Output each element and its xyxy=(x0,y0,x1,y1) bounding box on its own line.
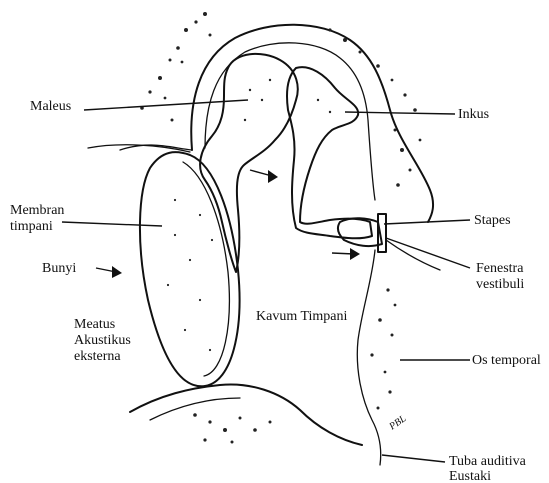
label-os-temporal: Os temporal xyxy=(472,353,541,368)
label-bunyi: Bunyi xyxy=(42,261,76,276)
medial-wall xyxy=(357,250,380,465)
sound-arrow-cavity xyxy=(250,170,278,183)
leader-fenestra xyxy=(386,238,470,268)
label-inkus: Inkus xyxy=(458,107,489,122)
label-fenestra-line1: Fenestra xyxy=(476,261,524,276)
label-membran-line2: timpani xyxy=(10,219,53,234)
label-meatus-line3: eksterna xyxy=(74,349,121,364)
label-kavum-timpani: Kavum Timpani xyxy=(256,309,348,324)
label-fenestra-line2: vestibuli xyxy=(476,277,524,292)
tympanic-membrane xyxy=(140,152,240,386)
leader-inkus xyxy=(345,112,455,114)
tympanic-membrane-inner xyxy=(183,162,229,376)
leader-membran xyxy=(62,222,162,226)
malleus-bone xyxy=(200,54,298,272)
stapes-bone xyxy=(338,218,382,246)
leader-stapes xyxy=(384,220,470,224)
sound-arrow-window xyxy=(332,248,360,260)
canal-floor xyxy=(130,384,362,445)
label-membran-line1: Membran xyxy=(10,203,64,218)
label-meatus-line2: Akustikus xyxy=(74,333,131,348)
label-meatus-line1: Meatus xyxy=(74,317,115,332)
label-tuba-line2: Eustaki xyxy=(449,469,491,483)
sound-arrow-bunyi xyxy=(96,266,122,278)
label-maleus: Maleus xyxy=(30,99,71,114)
incus-bone xyxy=(287,67,372,238)
signature-mark: PBL xyxy=(387,413,409,433)
label-tuba-line1: Tuba auditiva xyxy=(449,454,527,469)
leader-tuba xyxy=(382,455,445,462)
temporal-bone-outline xyxy=(191,25,433,222)
label-stapes: Stapes xyxy=(474,213,511,228)
